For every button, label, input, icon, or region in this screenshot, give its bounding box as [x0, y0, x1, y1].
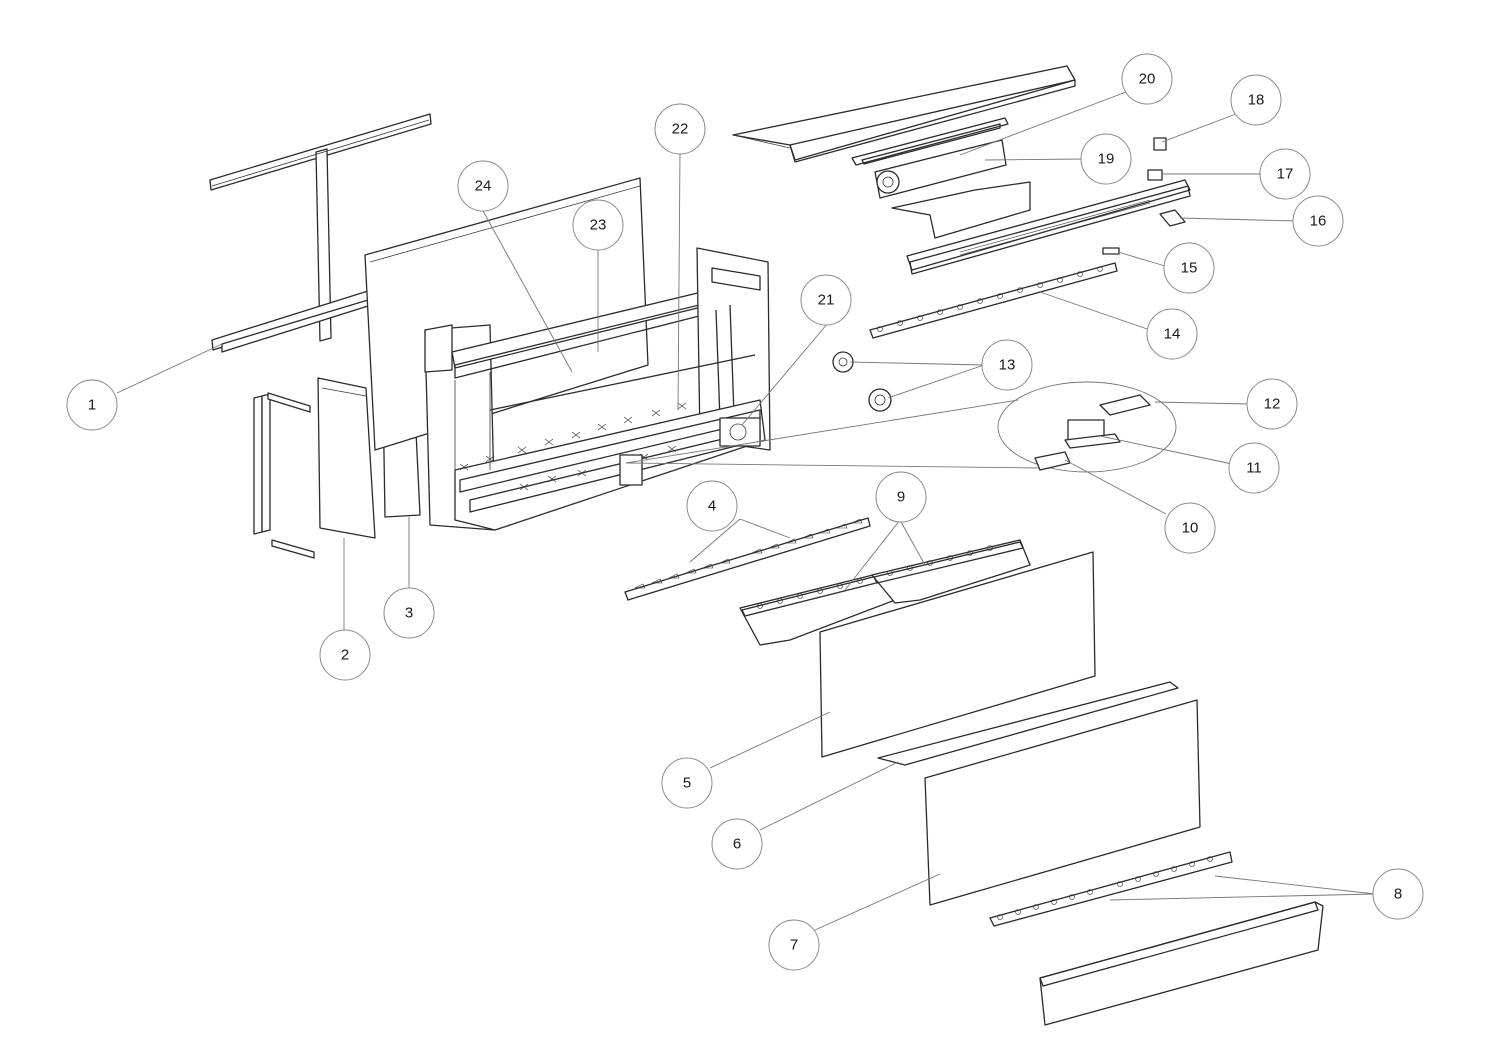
callout-label: 10: [1182, 520, 1199, 537]
callout-2: 2: [319, 629, 371, 681]
callout-5: 5: [661, 757, 713, 809]
callout-18: 18: [1230, 74, 1282, 126]
part-14-clip-strip: [869, 262, 1118, 339]
callout-24: 24: [457, 160, 509, 212]
part-17-connector: [1147, 169, 1163, 181]
callout-label: 19: [1098, 151, 1115, 168]
callout-label: 24: [475, 178, 492, 195]
callout-label: 12: [1264, 396, 1281, 413]
part-19-motor-housing: [874, 139, 1007, 199]
callout-7: 7: [768, 919, 820, 971]
part-7-lower-panel: [924, 699, 1201, 906]
callout-17: 17: [1259, 148, 1311, 200]
part-20-tray: [851, 117, 1009, 166]
callout-11: 11: [1228, 442, 1280, 494]
callout-15: 15: [1163, 242, 1215, 294]
callout-label: 17: [1277, 166, 1294, 183]
bottom-front-cover: [1039, 901, 1324, 1026]
part-4-clip-strip: [624, 517, 871, 601]
callout-label: 18: [1248, 92, 1265, 109]
part-2-side-panel: [253, 377, 376, 559]
callout-label: 20: [1139, 71, 1156, 88]
callout-label: 13: [999, 357, 1016, 374]
callout-21: 21: [800, 274, 852, 326]
callout-9: 9: [875, 471, 927, 523]
callout-4: 4: [686, 480, 738, 532]
callout-19: 19: [1080, 133, 1132, 185]
callout-6: 6: [711, 818, 763, 870]
main-chassis: [424, 247, 771, 531]
callout-label: 9: [897, 489, 905, 506]
callout-label: 2: [341, 647, 349, 664]
callout-1: 1: [66, 379, 118, 431]
callout-label: 3: [405, 605, 413, 622]
callout-label: 1: [88, 397, 96, 414]
part-15-pin: [1102, 247, 1120, 255]
slotted-rail: [906, 179, 1191, 275]
motor-bracket: [891, 181, 1031, 239]
callout-label: 4: [708, 498, 716, 515]
callout-label: 11: [1246, 460, 1262, 477]
callout-label: 5: [683, 775, 691, 792]
part-8-lower-clip-strip: [989, 851, 1233, 927]
part-5-front-panel: [819, 551, 1096, 758]
part-18-switch: [1153, 137, 1167, 151]
callout-14: 14: [1146, 308, 1198, 360]
part-9-trays: [739, 539, 1031, 646]
top-cover: [732, 65, 1076, 163]
callout-22: 22: [654, 103, 706, 155]
part-1-mounting-frame: [209, 113, 432, 353]
callout-label: 14: [1164, 326, 1181, 343]
callout-3: 3: [383, 587, 435, 639]
callout-label: 22: [672, 121, 689, 138]
callout-label: 16: [1310, 213, 1327, 230]
electronics-detail: [625, 381, 1177, 473]
callout-label: 6: [733, 836, 741, 853]
callout-12: 12: [1246, 378, 1298, 430]
callout-label: 8: [1394, 886, 1402, 903]
callout-label: 15: [1181, 260, 1198, 277]
callout-13: 13: [981, 339, 1033, 391]
callout-label: 7: [790, 937, 798, 954]
callout-16: 16: [1292, 195, 1344, 247]
callout-23: 23: [572, 199, 624, 251]
part-16-clip: [1159, 209, 1186, 227]
callout-10: 10: [1164, 502, 1216, 554]
leader-lines: [116, 91, 1376, 931]
callout-label: 23: [590, 217, 607, 234]
callout-20: 20: [1121, 53, 1173, 105]
callout-label: 21: [818, 292, 835, 309]
callout-8: 8: [1372, 868, 1424, 920]
part-13-motors: [832, 351, 892, 412]
